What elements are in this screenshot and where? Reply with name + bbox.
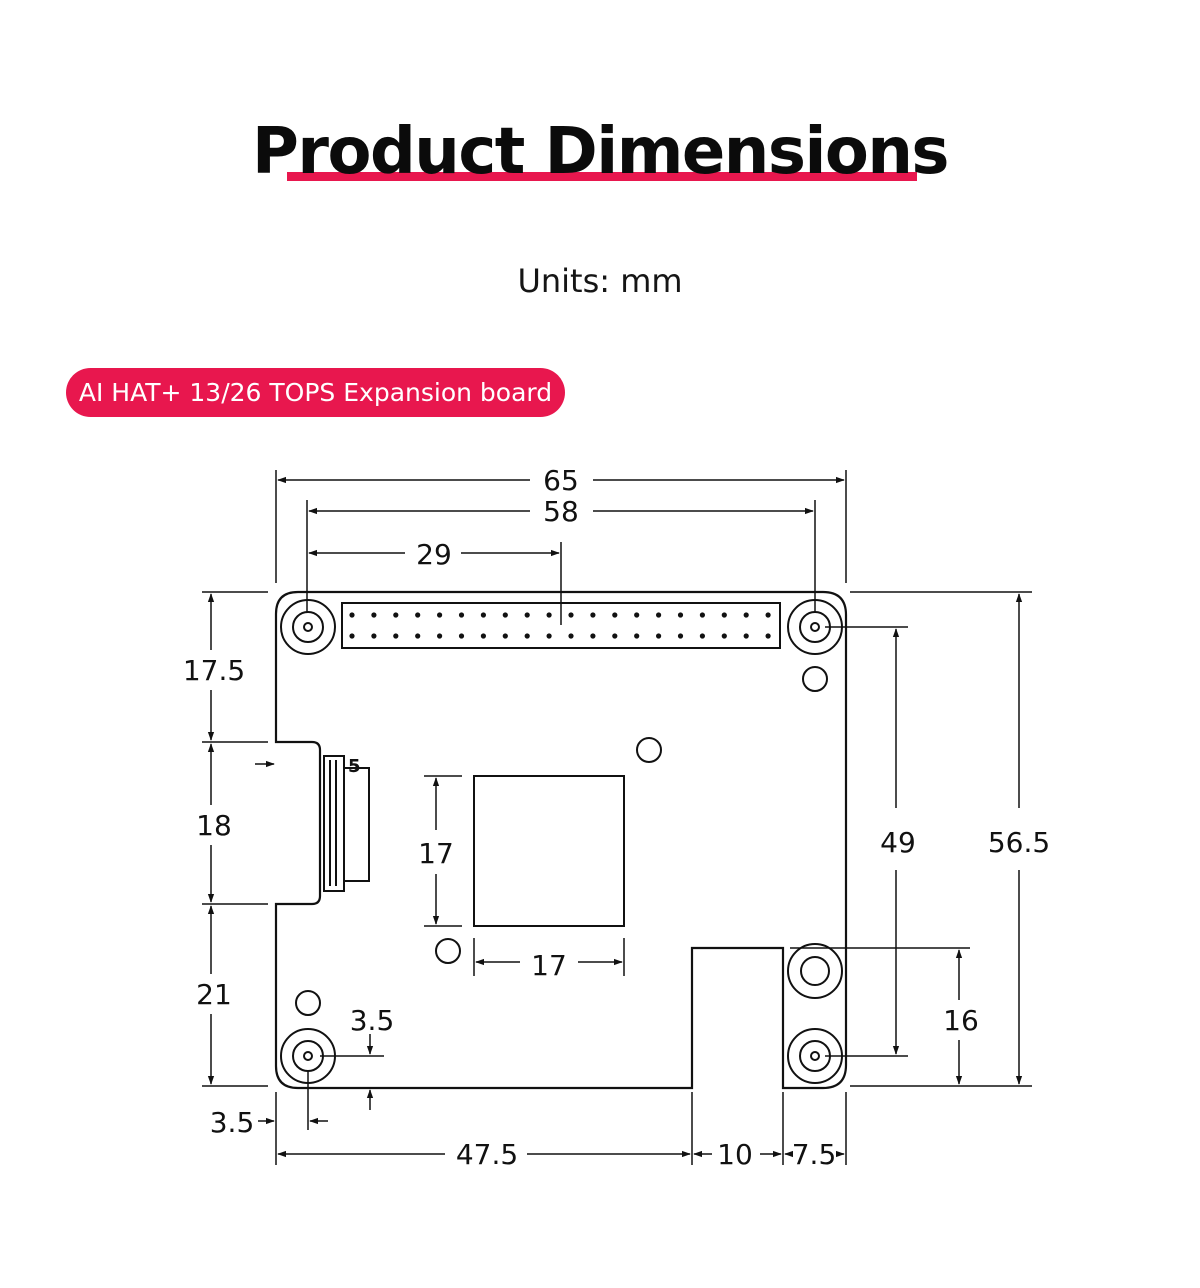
- mounting-hole-top-left: [280, 599, 336, 655]
- fiducial-2: [636, 737, 662, 763]
- gpio-pin: [634, 612, 640, 618]
- dim-right-holes: 49: [880, 826, 916, 859]
- gpio-pin: [458, 612, 465, 618]
- gpio-pin: [415, 633, 421, 639]
- pcie-connector: [323, 755, 370, 892]
- standoff-right-middle: [787, 943, 843, 999]
- dimension-lines: [207, 476, 1023, 1158]
- extension-lines: [202, 470, 1032, 1165]
- gpio-pin: [415, 612, 421, 618]
- fiducial-4: [295, 990, 321, 1016]
- fiducial-1: [802, 666, 828, 692]
- dim-left-bottom: 21: [196, 978, 232, 1011]
- gpio-pin: [612, 612, 618, 618]
- gpio-pin: [480, 633, 486, 639]
- dim-hole-offset-x: 3.5: [210, 1106, 255, 1139]
- dim-chip-width: 17: [531, 949, 567, 982]
- gpio-pin: [721, 612, 727, 618]
- gpio-pin: [699, 633, 706, 639]
- gpio-pin: [393, 633, 399, 639]
- gpio-pin: [502, 612, 508, 618]
- gpio-pin: [371, 612, 377, 618]
- gpio-pin: [349, 612, 355, 618]
- dim-overall-width: 65: [543, 464, 579, 497]
- board-label-pill: AI HAT+ 13/26 TOPS Expansion board: [66, 368, 565, 417]
- gpio-pin: [371, 633, 377, 639]
- gpio-pin: [677, 612, 684, 618]
- gpio-pin: [656, 612, 662, 618]
- gpio-pin: [743, 633, 749, 639]
- gpio-pin: [590, 633, 596, 639]
- gpio-pins: [349, 612, 771, 639]
- gpio-pin: [437, 612, 443, 618]
- gpio-pin: [656, 633, 662, 639]
- gpio-pin: [721, 633, 727, 639]
- dim-bottom-right: 7.5: [792, 1138, 837, 1171]
- gpio-pin: [699, 612, 706, 618]
- gpio-pin: [393, 612, 399, 618]
- gpio-pin: [765, 612, 771, 618]
- gpio-pin: [349, 633, 355, 639]
- dim-header-half: 29: [416, 538, 452, 571]
- gpio-pin: [437, 633, 443, 639]
- dim-left-top: 17.5: [183, 654, 245, 687]
- dim-header-width: 58: [543, 495, 579, 528]
- dim-notch-height: 16: [943, 1004, 979, 1037]
- dim-overall-height: 56.5: [988, 826, 1050, 859]
- dim-connector-offset: 5: [348, 756, 361, 777]
- title-underline: [287, 172, 917, 181]
- gpio-pin: [546, 633, 552, 639]
- gpio-pin: [590, 612, 596, 618]
- ai-chip: [473, 775, 625, 927]
- dim-left-mid: 18: [196, 809, 232, 842]
- gpio-pin: [480, 612, 486, 618]
- gpio-pin: [502, 633, 508, 639]
- gpio-pin: [458, 633, 465, 639]
- page-title: Product Dimensions: [252, 115, 950, 189]
- gpio-pin: [524, 612, 530, 618]
- fiducial-3: [435, 938, 461, 964]
- dim-hole-offset-y: 3.5: [350, 1004, 395, 1037]
- units-label: Units: mm: [517, 262, 683, 300]
- gpio-pin: [546, 612, 552, 618]
- dim-chip-height: 17: [418, 837, 454, 870]
- gpio-pin: [743, 612, 749, 618]
- dim-bottom-left: 47.5: [456, 1138, 518, 1171]
- gpio-pin: [568, 633, 574, 639]
- dim-bottom-mid: 10: [717, 1138, 753, 1171]
- gpio-pin: [634, 633, 640, 639]
- gpio-pin: [524, 633, 530, 639]
- gpio-pin: [765, 633, 771, 639]
- gpio-pin: [568, 612, 574, 618]
- gpio-pin: [612, 633, 618, 639]
- gpio-pin: [677, 633, 684, 639]
- mounting-hole-top-right: [787, 599, 843, 655]
